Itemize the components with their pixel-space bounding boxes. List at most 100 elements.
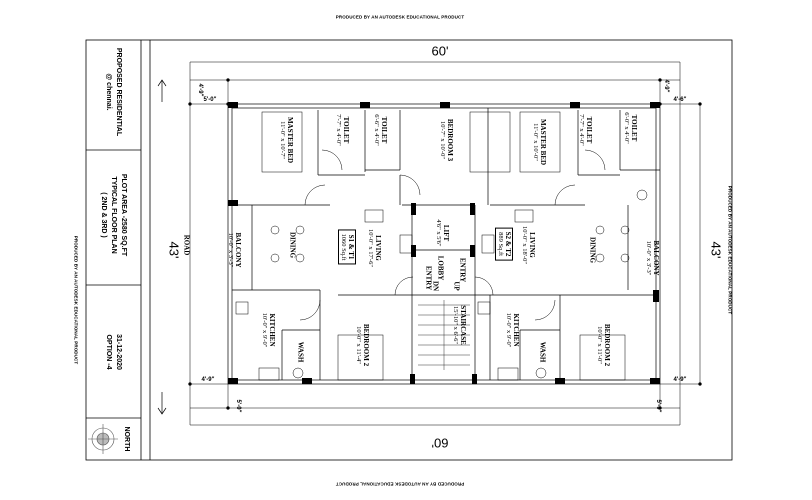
room-wash-2: WASH (538, 341, 547, 363)
project-name: PROPOSED RESIDENTIAL (115, 47, 122, 137)
site-depth-left: 43' (166, 241, 182, 259)
stairs (418, 300, 470, 370)
room-dining-2: DINING (588, 236, 597, 264)
room-size: 10'-0" x 18'-0" (521, 226, 528, 264)
furniture (235, 111, 648, 381)
room-size: 7'-7" x 4'-0" (335, 114, 342, 146)
room-size: 6'-6" x 4'-0" (373, 114, 380, 146)
drawing-option: OPTION -4 (105, 334, 112, 370)
room-size: 10'-0" x 3'-3" (645, 240, 652, 276)
room-name: MASTER BED (286, 116, 294, 164)
entry-label-2: ENTRY (458, 257, 467, 283)
room-name: LIVING (528, 232, 536, 258)
room-dining-1: DINING (288, 231, 297, 259)
room-size: 10'-0" x 17'-6" (367, 229, 374, 267)
room-size: 6'-0" x 4'-0" (623, 112, 630, 144)
dim-top-left-side: 5'-0" (203, 97, 217, 103)
room-name: KITCHEN (512, 313, 520, 347)
room-name: BEDROOM 3 (446, 118, 454, 162)
north-label: NORTH (123, 426, 130, 452)
plan-floors: ( 2ND & 3RD ) (100, 192, 107, 238)
door-swings (299, 149, 606, 321)
room-size: 10'-7" x 10'-0" (439, 121, 446, 159)
room-name: TOILET (342, 116, 350, 144)
room-size: 10'-0" x 11'-0" (596, 326, 603, 364)
site-depth-right: 43' (708, 241, 724, 259)
project-location: @ chennai. (105, 73, 112, 111)
dim-top-right-side: 4'-6" (673, 97, 687, 103)
room-name: TOILET (630, 114, 638, 142)
watermark-bottom: PRODUCED BY AN AUTODESK EDUCATIONAL PROD… (335, 481, 465, 487)
road-arrows (157, 79, 167, 415)
room-size: 7'-7" x 4'-0" (578, 114, 585, 146)
plot-area: PLOT AREA -2580 SQ.FT (120, 173, 127, 257)
room-lobby: LOBBY (436, 255, 445, 281)
entry-label-1: ENTRY (424, 265, 433, 291)
watermark-right: PRODUCED BY AN AUTODESK EDUCATIONAL PROD… (727, 185, 733, 315)
room-name: BALCONY (234, 232, 242, 268)
sheet-frame (85, 39, 733, 461)
unit-name: S1 & T1 (347, 234, 355, 260)
room-name: STAIRCASE (459, 305, 467, 345)
unit-area: 1060 Sq.ft (340, 233, 347, 261)
watermark-top: PRODUCED BY AN AUTODESK EDUCATIONAL PROD… (335, 14, 465, 20)
dim-bottom-left-side: 4'-9" (201, 377, 215, 383)
room-size: 11'-0" x 10'-7" (279, 121, 286, 159)
room-size: 11'-0" x 10'-0" (532, 123, 539, 161)
room-name: LIVING (374, 235, 382, 261)
plan-title: TYPICAL FLOOR PLAN (110, 176, 117, 254)
title-block-project: PROPOSED RESIDENTIAL @ chennai. (103, 48, 123, 136)
drawing-date: 31-12-2020 (115, 334, 122, 370)
room-size: 10'-0" x 11'-4" (355, 326, 362, 364)
room-size: 10'-0" x 9'-0" (261, 312, 268, 348)
room-name: BEDROOM 2 (362, 323, 370, 367)
stair-down-label: DN (431, 280, 440, 292)
room-size: 10'-0" x 3'-3" (227, 232, 234, 268)
room-name: TOILET (585, 116, 593, 144)
dim-top-left-setback: 4'-9" (197, 83, 203, 97)
room-name: BEDROOM 2 (603, 323, 611, 367)
site-width-top: 60' (431, 43, 449, 59)
room-size: 4'6" x 5'6" (435, 219, 442, 247)
unit-area: 889 Sq.ft (497, 232, 504, 256)
title-block-date: 31-12-2020 OPTION -4 (103, 334, 123, 370)
room-size: 10'-0" x 9'-0" (505, 312, 512, 348)
site-width-bottom: 60' (431, 435, 449, 451)
room-name: MASTER BED (539, 118, 547, 166)
dim-top-right-setback: 4'-9" (663, 79, 669, 93)
dim-bottom-right-setback: 5'-0" (655, 399, 661, 413)
watermark-left: PRODUCED BY AN AUTODESK EDUCATIONAL PROD… (73, 235, 79, 365)
dim-bottom-right-side: 4'-9" (673, 377, 687, 383)
room-size: 15'-10" x 6'-6" (452, 306, 459, 344)
stair-up-label: UP (452, 281, 461, 291)
room-name: TOILET (380, 116, 388, 144)
unit-name: S2 & T2 (504, 231, 512, 257)
room-name: KITCHEN (268, 313, 276, 347)
dim-bottom-left-setback: 5'-0" (235, 399, 241, 413)
dimension-lines (188, 61, 702, 426)
north-compass (88, 424, 118, 454)
columns (228, 102, 660, 384)
room-name: LIFT (442, 224, 450, 242)
road-label: ROAD (182, 234, 191, 256)
room-wash-1: WASH (296, 341, 305, 363)
